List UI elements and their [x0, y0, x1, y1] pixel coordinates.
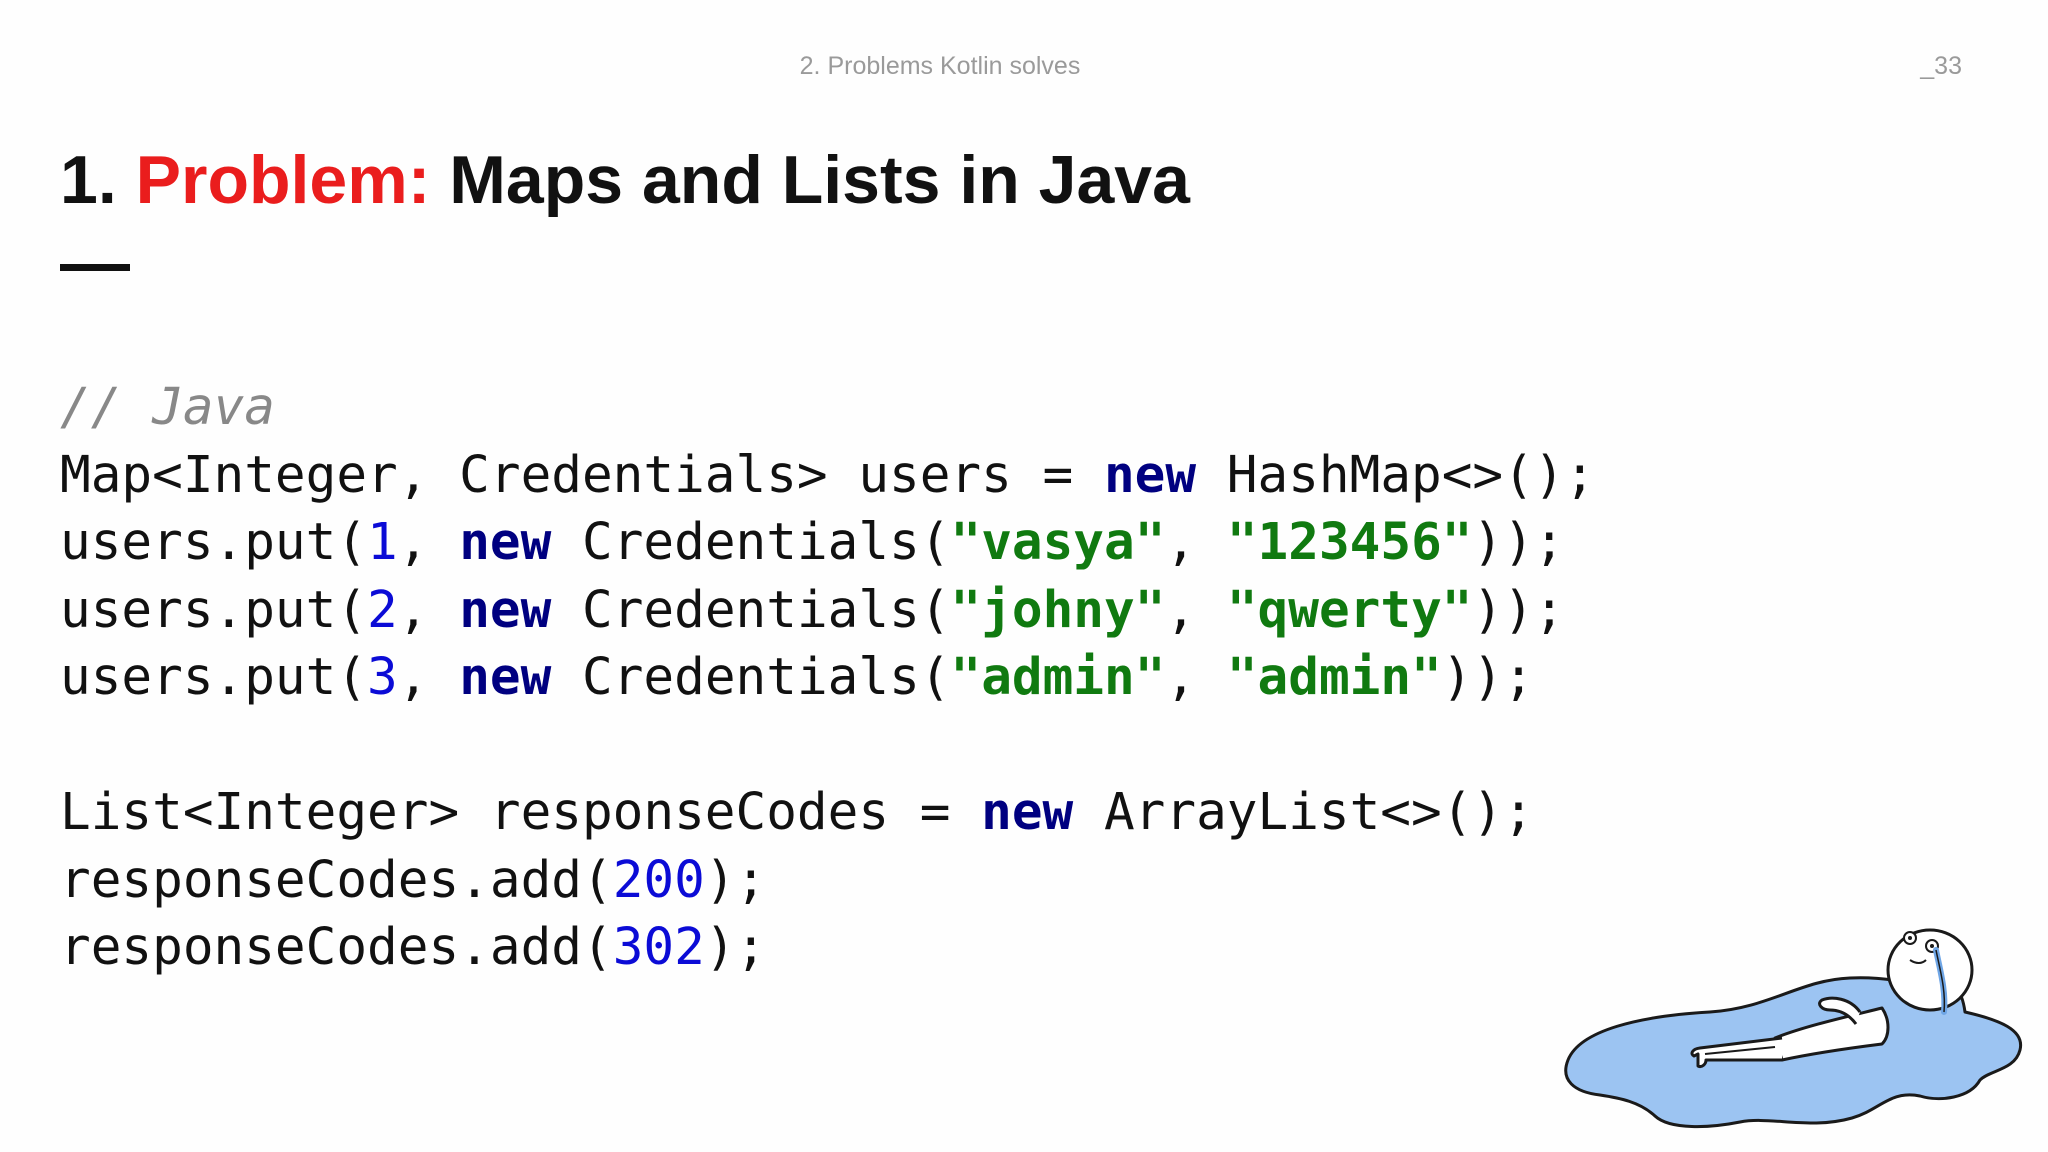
code-text: users.put(	[60, 648, 368, 707]
crying-stick-figure-in-puddle-icon	[1564, 928, 2023, 1129]
code-text: ArrayList<>();	[1073, 783, 1534, 842]
code-keyword: new	[1103, 445, 1197, 505]
code-text: List<Integer> responseCodes =	[60, 783, 982, 842]
code-text: );	[704, 850, 767, 910]
code-string: "johny"	[950, 580, 1166, 640]
code-line-add-2: responseCodes.add(302);	[60, 914, 1595, 982]
title-problem-label: Problem:	[135, 142, 431, 218]
code-text: users.put(	[60, 513, 368, 572]
code-keyword: new	[459, 648, 552, 707]
code-text: ));	[1441, 648, 1534, 707]
code-string: "qwerty"	[1226, 580, 1473, 640]
code-string: "admin"	[1226, 648, 1442, 707]
title-topic: Maps and Lists in Java	[449, 142, 1190, 218]
code-string: "vasya"	[950, 513, 1166, 572]
code-text: ,	[397, 580, 460, 640]
page-number: _33	[1920, 52, 1962, 80]
code-keyword: new	[981, 783, 1074, 842]
code-comment: // Java	[60, 378, 275, 437]
code-text: HashMap<>();	[1196, 445, 1596, 505]
code-text: users.put(	[60, 580, 368, 640]
figure-torso	[1773, 1006, 1890, 1062]
code-line-put-3: users.put(3, new Credentials("admin", "a…	[60, 644, 1595, 712]
code-line-put-2: users.put(2, new Credentials("johny", "q…	[60, 577, 1595, 645]
code-text: ));	[1472, 513, 1565, 572]
code-text: );	[704, 918, 767, 977]
code-text: ,	[397, 648, 460, 707]
code-number: 3	[367, 648, 398, 707]
code-text: ,	[1165, 513, 1227, 572]
code-line-map-decl: Map<Integer, Credentials> users = new Ha…	[60, 442, 1595, 510]
code-keyword: new	[459, 513, 552, 572]
code-text: ,	[1165, 648, 1227, 707]
code-text: Credentials(	[551, 648, 951, 707]
code-number: 302	[612, 918, 705, 977]
code-number: 2	[367, 580, 398, 640]
code-text: ,	[1165, 580, 1227, 640]
code-text: Map<Integer, Credentials> users =	[60, 445, 1104, 505]
code-string: "admin"	[950, 648, 1166, 707]
code-number: 200	[612, 850, 705, 910]
title-number: 1.	[60, 142, 117, 218]
code-keyword: new	[459, 580, 552, 640]
section-label: 2. Problems Kotlin solves	[799, 52, 1081, 80]
code-text: responseCodes.add(	[60, 850, 613, 910]
code-line-list-decl: List<Integer> responseCodes = new ArrayL…	[60, 779, 1595, 847]
code-text: ,	[397, 513, 460, 572]
code-text: responseCodes.add(	[60, 918, 613, 977]
title-underline	[60, 264, 130, 271]
figure-legs	[1690, 1036, 1783, 1068]
code-string: "123456"	[1226, 513, 1473, 572]
code-text: ));	[1472, 580, 1565, 640]
code-blank-line	[60, 712, 1595, 780]
code-number: 1	[367, 513, 398, 572]
code-text: Credentials(	[551, 513, 951, 572]
figure-arm	[1818, 996, 1862, 1025]
code-text: Credentials(	[551, 580, 951, 640]
code-line-add-1: responseCodes.add(200);	[60, 847, 1595, 915]
code-line-put-1: users.put(1, new Credentials("vasya", "1…	[60, 509, 1595, 577]
slide-title: 1. Problem: Maps and Lists in Java	[60, 140, 1190, 220]
figure-head	[1886, 928, 1974, 1012]
